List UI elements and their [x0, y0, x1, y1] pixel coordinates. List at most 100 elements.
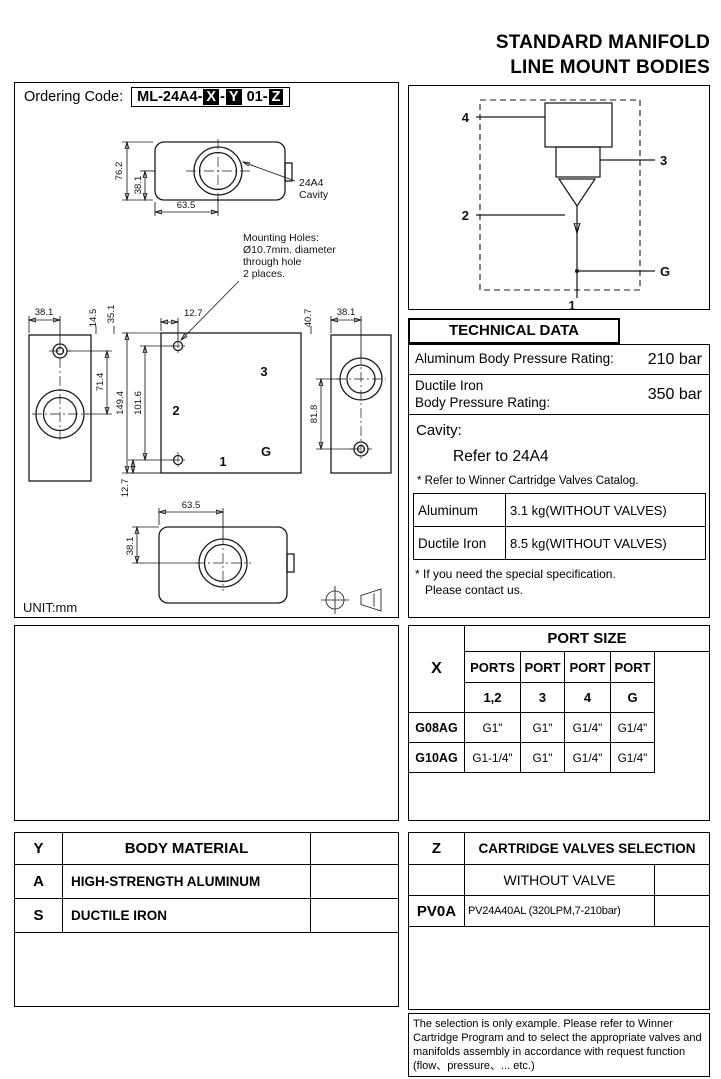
- dim-40-7: 40.7: [303, 309, 314, 328]
- dim-14-5: 14.5: [88, 309, 99, 328]
- port-size-row1-v2: G1": [521, 713, 565, 743]
- body-material-row1-code: A: [15, 865, 63, 899]
- port-size-header-port4: PORT: [565, 652, 611, 683]
- cartridge-row1-code-empty: [409, 865, 465, 896]
- cartridge-title: CARTRIDGE VALVES SELECTION: [465, 833, 709, 865]
- port-3-label: 3: [260, 364, 267, 379]
- port-size-sub-3: 3: [521, 683, 565, 713]
- cartridge-row2-label: PV24A40AL (320LPM,7-210bar): [465, 896, 655, 927]
- technical-data-panel: Aluminum Body Pressure Rating: 210 bar D…: [408, 344, 710, 618]
- body-material-row1-empty: [311, 865, 398, 899]
- port-size-row2-code: G10AG: [409, 743, 465, 773]
- mounting-note-line1: Mounting Holes:: [243, 232, 319, 244]
- port-1-label: 1: [219, 454, 226, 469]
- schem-port-1: 1: [568, 298, 575, 309]
- dim-38-1-top: 38.1: [133, 176, 144, 195]
- cavity-callout-line1: 24A4: [299, 177, 324, 189]
- hydraulic-schematic: 4 2 3 G 1: [462, 99, 670, 309]
- body-material-y-cell: Y: [15, 833, 63, 865]
- pressure-row-ductile: Ductile Iron Body Pressure Rating: 350 b…: [409, 375, 709, 415]
- port-size-row2-v1: G1-1/4": [465, 743, 521, 773]
- special-spec-note: * If you need the special specification.…: [409, 560, 709, 598]
- port-size-row2-v2: G1": [521, 743, 565, 773]
- port-size-row2-v3: G1/4": [565, 743, 611, 773]
- cartridge-panel: Z CARTRIDGE VALVES SELECTION WITHOUT VAL…: [408, 832, 710, 1010]
- mounting-note-line2: Ø10.7mm. diameter: [243, 244, 336, 256]
- port-size-row1-v4: G1/4": [611, 713, 655, 743]
- cartridge-row2-empty: [655, 896, 709, 927]
- port-size-title: PORT SIZE: [465, 626, 709, 652]
- port-size-x-cell: X: [409, 626, 465, 713]
- weight-value-aluminum: 3.1 kg(WITHOUT VALVES): [505, 493, 706, 527]
- dim-35-1: 35.1: [106, 305, 117, 324]
- page-title: STANDARD MANIFOLD LINE MOUNT BODIES: [496, 30, 710, 80]
- body-material-row1-label: HIGH-STRENGTH ALUMINUM: [63, 865, 311, 899]
- code-mid: 01-: [242, 89, 268, 105]
- code-prefix: ML-24A4-: [137, 89, 203, 105]
- weight-table: Aluminum 3.1 kg(WITHOUT VALVES) Ductile …: [413, 493, 706, 560]
- cartridge-row1-label: WITHOUT VALVE: [465, 865, 655, 896]
- weight-value-ductile: 8.5 kg(WITHOUT VALVES): [505, 526, 706, 560]
- ductile-pressure-label-line1: Ductile Iron: [415, 377, 484, 393]
- mounting-note-line3: through hole: [243, 256, 302, 268]
- schem-port-2: 2: [462, 208, 469, 223]
- special-spec-note-line1: * If you need the special specification.: [415, 567, 616, 581]
- dim-63-5-top: 63.5: [177, 200, 196, 211]
- code-y-badge: Y: [225, 89, 242, 105]
- weight-material-ductile: Ductile Iron: [413, 526, 506, 560]
- aluminum-pressure-label: Aluminum Body Pressure Rating:: [415, 351, 614, 367]
- code-x-badge: X: [203, 89, 220, 105]
- cavity-label: Cavity:: [416, 422, 462, 439]
- cavity-value: Refer to 24A4: [453, 448, 549, 465]
- cartridge-row2-code: PV0A: [409, 896, 465, 927]
- port-size-row1-v1: G1": [465, 713, 521, 743]
- ductile-pressure-value: 350 bar: [647, 385, 702, 403]
- schem-port-g: G: [660, 264, 670, 279]
- port-size-row1-code: G08AG: [409, 713, 465, 743]
- cartridge-z-cell: Z: [409, 833, 465, 865]
- ordering-code-box: ML-24A4-X-Y 01-Z: [131, 87, 291, 107]
- dim-63-5-bottom: 63.5: [182, 500, 201, 511]
- dim-81-8: 81.8: [309, 405, 320, 424]
- port-2-label: 2: [172, 403, 179, 418]
- schem-port-3: 3: [660, 153, 667, 168]
- port-size-panel: X PORT SIZE PORTS PORT PORT PORT 1,2 3 4…: [408, 625, 710, 821]
- ductile-pressure-label: Ductile Iron Body Pressure Rating:: [415, 378, 550, 412]
- port-size-sub-4: 4: [565, 683, 611, 713]
- pressure-row-aluminum: Aluminum Body Pressure Rating: 210 bar: [409, 345, 709, 375]
- dim-12-7-top: 12.7: [184, 308, 203, 319]
- body-material-row2-code: S: [15, 899, 63, 933]
- dim-38-1-bottom: 38.1: [125, 537, 136, 556]
- port-size-row1-v3: G1/4": [565, 713, 611, 743]
- ordering-code-label: Ordering Code:: [24, 89, 124, 105]
- weight-material-aluminum: Aluminum: [413, 493, 506, 527]
- weight-row-ductile: Ductile Iron 8.5 kg(WITHOUT VALVES): [413, 526, 706, 560]
- body-material-title: BODY MATERIAL: [63, 833, 311, 865]
- third-angle-projection-icon: [360, 588, 382, 612]
- drawing-panel: Ordering Code: ML-24A4-X-Y 01-Z: [14, 82, 399, 618]
- schem-port-4: 4: [462, 110, 470, 125]
- port-size-sub-g: G: [611, 683, 655, 713]
- port-size-header-portg: PORT: [611, 652, 655, 683]
- aluminum-pressure-value: 210 bar: [647, 350, 702, 368]
- port-g-label: G: [261, 444, 271, 459]
- port-size-sub-12: 1,2: [465, 683, 521, 713]
- port-size-header-ports: PORTS: [465, 652, 521, 683]
- datum-target-icon: [321, 586, 349, 614]
- schematic-panel: 4 2 3 G 1: [408, 85, 710, 310]
- technical-drawing: 76.2 38.1 63.5 38.1 14.5 35.1 12.7 40.7 …: [23, 139, 392, 615]
- ordering-code-row: Ordering Code: ML-24A4-X-Y 01-Z: [15, 83, 398, 111]
- code-dash: -: [220, 89, 225, 105]
- weight-row-aluminum: Aluminum 3.1 kg(WITHOUT VALVES): [413, 493, 706, 527]
- selection-note: The selection is only example. Please re…: [408, 1013, 710, 1077]
- dim-38-1-left: 38.1: [35, 307, 54, 318]
- dim-12-7-bottom: 12.7: [120, 479, 131, 498]
- cartridge-row1-empty: [655, 865, 709, 896]
- dim-38-1-right: 38.1: [337, 307, 356, 318]
- dim-101-6: 101.6: [133, 391, 144, 415]
- technical-data-header: TECHNICAL DATA: [408, 318, 620, 344]
- body-material-row2-label: DUCTILE IRON: [63, 899, 311, 933]
- page-title-line2: LINE MOUNT BODIES: [510, 57, 710, 79]
- cavity-note: * Refer to Winner Cartridge Valves Catal…: [417, 475, 639, 487]
